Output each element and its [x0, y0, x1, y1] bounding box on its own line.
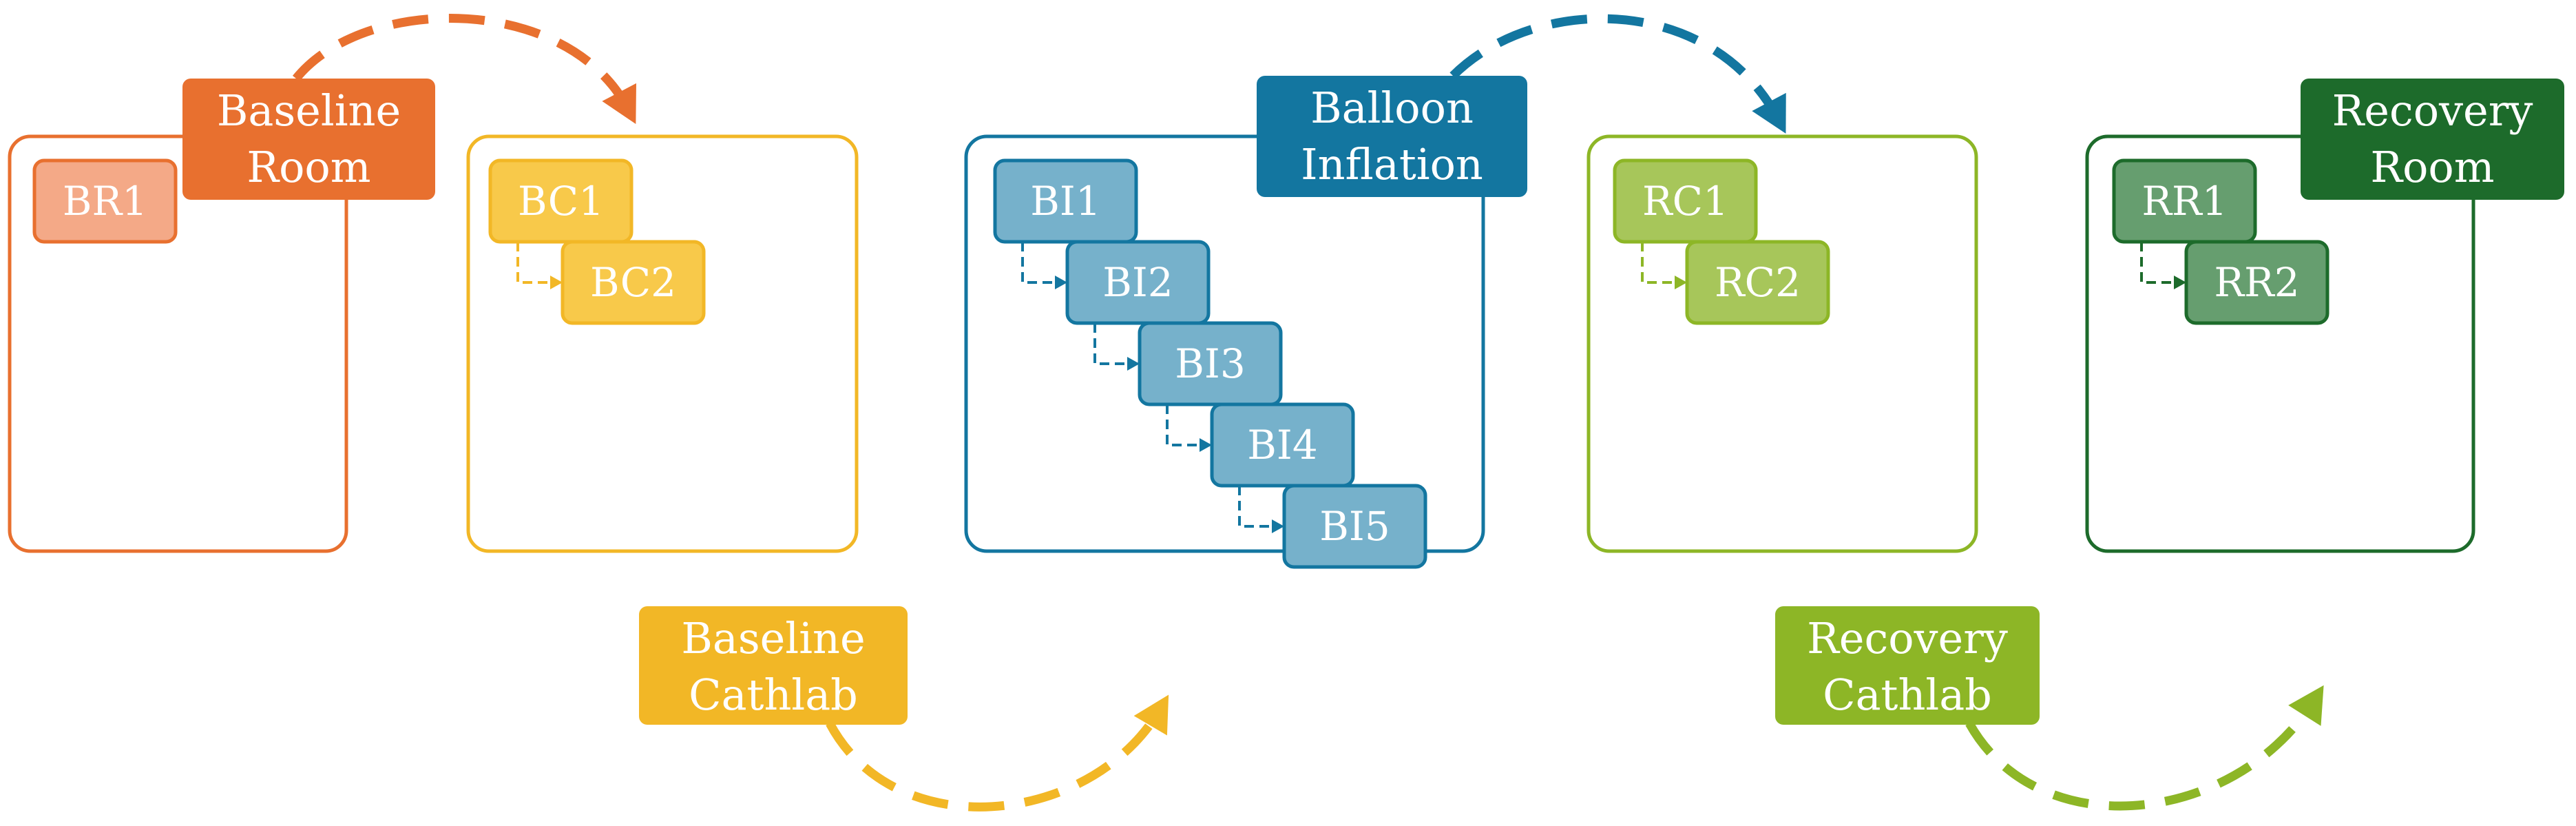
- transition-arrow-balloon-to-recovery-cathlab: [1449, 14, 1784, 125]
- sub-step-box: [1685, 240, 1830, 325]
- phase-label-line: Room: [247, 142, 370, 192]
- sub-step-label: BI1: [1030, 178, 1100, 225]
- sub-step-connector: [1166, 404, 1208, 446]
- sub-step-box: [561, 240, 706, 325]
- sub-step-label: RR2: [2214, 259, 2299, 306]
- phase-label-badge: [2301, 79, 2564, 200]
- sub-step-box: [1613, 158, 1758, 244]
- phase-label-badge: [639, 606, 908, 725]
- sub-step-box: [993, 158, 1138, 244]
- sub-step-label: BR1: [63, 178, 147, 225]
- phase-label-line: Recovery: [1807, 613, 2008, 663]
- transition-arrow-baseline-room-to-cathlab: [292, 13, 634, 115]
- sub-step-box: [1210, 402, 1355, 488]
- phase-panel-frame: [2085, 134, 2475, 553]
- sub-step-label: RC1: [1642, 178, 1728, 225]
- sub-step-label: BI2: [1102, 259, 1173, 306]
- sub-step-connector-arrowhead: [550, 276, 563, 289]
- phase-panel-frame: [964, 134, 1485, 553]
- phase-label-line: Baseline: [681, 613, 865, 663]
- sub-step-label: BI5: [1319, 503, 1390, 550]
- sub-step-connector-arrowhead: [1272, 519, 1284, 533]
- sub-step-connector-arrowhead: [2174, 276, 2186, 289]
- transition-arrow-baseline-cathlab-to-balloon: [826, 703, 1166, 812]
- transition-arrow-baseline-cathlab-to-balloon-head: [1133, 694, 1169, 736]
- sub-step-label: BI3: [1175, 340, 1245, 387]
- sub-step-connector: [1238, 486, 1280, 528]
- transition-arrow-recovery-cathlab-to-room: [1965, 693, 2321, 811]
- phase-label-badge: [1257, 76, 1527, 197]
- phase-label-badge: [1775, 606, 2040, 725]
- phase-label-line: Balloon: [1310, 83, 1474, 133]
- sub-step-connector: [1021, 242, 1063, 284]
- sub-step-box: [488, 158, 633, 244]
- sub-step-box: [32, 158, 178, 244]
- sub-step-connector: [2140, 242, 2182, 284]
- transition-arrow-baseline-room-to-cathlab-head: [602, 83, 636, 124]
- phase-label-line: Inflation: [1301, 139, 1483, 189]
- phase-label-badge: [182, 79, 435, 200]
- sub-step-label: BC1: [518, 178, 604, 225]
- sub-step-box: [1065, 240, 1211, 325]
- sub-step-connector-arrowhead: [1200, 438, 1212, 452]
- sub-step-box: [1138, 321, 1283, 406]
- transition-arrow-balloon-to-recovery-cathlab-head: [1752, 92, 1786, 134]
- phase-label-line: Baseline: [217, 85, 401, 136]
- phase-panel-frame: [8, 134, 348, 553]
- phase-panel-frame: [1587, 134, 1978, 553]
- sub-step-box: [1282, 484, 1427, 569]
- sub-step-connector: [1641, 242, 1683, 284]
- sub-step-connector: [1093, 323, 1135, 365]
- sub-step-connector-arrowhead: [1055, 276, 1067, 289]
- phase-panel-frame: [466, 134, 859, 553]
- phase-label-line: Cathlab: [689, 670, 858, 720]
- sub-step-connector-arrowhead: [1675, 276, 1687, 289]
- sub-step-box: [2184, 240, 2329, 325]
- sub-step-connector: [516, 242, 558, 284]
- sub-step-label: BI4: [1247, 422, 1317, 468]
- transition-arrow-recovery-cathlab-to-room-head: [2288, 685, 2324, 726]
- sub-step-label: RR1: [2142, 178, 2227, 225]
- sub-step-label: RC2: [1715, 259, 1801, 306]
- sub-step-label: BC2: [590, 259, 676, 306]
- phase-label-line: Room: [2370, 142, 2494, 192]
- sub-step-connector-arrowhead: [1127, 357, 1140, 371]
- phase-label-line: Cathlab: [1823, 670, 1992, 720]
- sub-step-box: [2112, 158, 2257, 244]
- phase-label-line: Recovery: [2332, 85, 2533, 136]
